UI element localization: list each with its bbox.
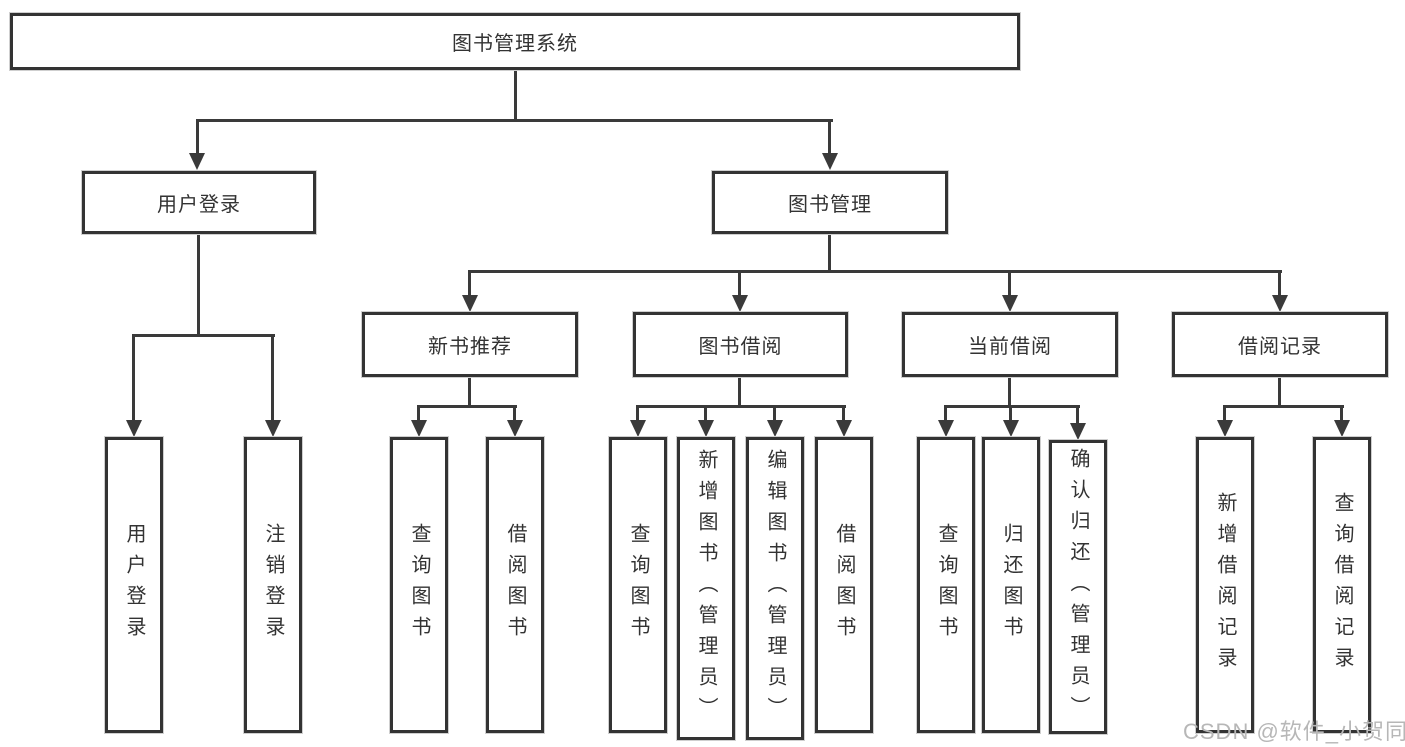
leaf-query-borrow-record: 查询借阅记录 xyxy=(1312,436,1372,734)
arrow-down-icon xyxy=(1070,423,1086,440)
connector-drop xyxy=(944,405,947,422)
node-label: 注销登录 xyxy=(262,523,284,647)
connector-branch xyxy=(132,334,275,337)
connector-drop xyxy=(1009,405,1012,422)
leaf-logout: 注销登录 xyxy=(243,436,303,734)
leaf-add-books-admin: 新增图书（管理员） xyxy=(676,436,736,741)
leaf-query-books: 查询图书 xyxy=(608,436,668,734)
node-label: 归还图书 xyxy=(1000,523,1022,647)
connector-drop xyxy=(468,270,471,297)
node-label: 图书管理 xyxy=(788,194,872,216)
arrow-down-icon xyxy=(462,295,478,312)
node-library-management-system: 图书管理系统 xyxy=(9,12,1021,71)
connector-stem xyxy=(1008,377,1011,407)
connector-drop xyxy=(1076,405,1079,425)
node-borrowing-records: 借阅记录 xyxy=(1171,311,1389,378)
arrow-down-icon xyxy=(1334,420,1350,437)
connector-stem xyxy=(828,234,831,273)
node-label: 编辑图书（管理员） xyxy=(764,449,786,728)
node-label: 用户登录 xyxy=(123,523,145,647)
node-label: 用户登录 xyxy=(157,194,241,216)
node-label: 当前借阅 xyxy=(968,336,1052,358)
node-label: 图书管理系统 xyxy=(452,33,578,55)
connector-drop xyxy=(132,334,135,422)
connector-drop xyxy=(513,405,516,422)
leaf-borrow-books: 借阅图书 xyxy=(485,436,545,734)
arrow-down-icon xyxy=(189,153,205,170)
arrow-down-icon xyxy=(630,420,646,437)
node-label: 新增借阅记录 xyxy=(1214,492,1236,678)
leaf-confirm-return-admin: 确认归还（管理员） xyxy=(1048,439,1108,735)
connector-branch xyxy=(636,405,846,408)
arrow-down-icon xyxy=(507,420,523,437)
connector-branch xyxy=(468,270,1282,273)
connector-branch xyxy=(944,405,1080,408)
connector-drop xyxy=(271,334,274,422)
connector-drop xyxy=(636,405,639,422)
connector-stem xyxy=(468,377,471,407)
leaf-edit-books-admin: 编辑图书（管理员） xyxy=(745,436,805,741)
node-label: 查询图书 xyxy=(408,523,430,647)
connector-drop xyxy=(417,405,420,422)
connector-drop xyxy=(1223,405,1226,422)
node-label: 查询借阅记录 xyxy=(1331,492,1353,678)
leaf-query-books: 查询图书 xyxy=(916,436,976,734)
connector-root-branch xyxy=(196,119,833,122)
connector-root-stem xyxy=(514,70,517,120)
connector-drop xyxy=(704,405,707,422)
leaf-return-books: 归还图书 xyxy=(981,436,1041,734)
node-label: 图书借阅 xyxy=(698,336,783,358)
connector-drop xyxy=(1278,270,1281,297)
arrow-down-icon xyxy=(767,420,783,437)
arrow-down-icon xyxy=(265,420,281,437)
csdn-watermark: CSDN @软件_小贺同学 xyxy=(1183,719,1405,744)
arrow-down-icon xyxy=(1272,295,1288,312)
leaf-query-books: 查询图书 xyxy=(389,436,449,734)
node-user-login: 用户登录 xyxy=(81,170,317,235)
node-label: 借阅图书 xyxy=(504,523,526,647)
leaf-borrow-books: 借阅图书 xyxy=(814,436,874,734)
connector-drop xyxy=(196,119,199,155)
arrow-down-icon xyxy=(938,420,954,437)
connector-stem xyxy=(738,377,741,407)
node-label: 借阅图书 xyxy=(833,523,855,647)
connector-drop xyxy=(842,405,845,422)
arrow-down-icon xyxy=(1002,295,1018,312)
arrow-down-icon xyxy=(836,420,852,437)
leaf-user-login: 用户登录 xyxy=(104,436,164,734)
node-label: 新书推荐 xyxy=(428,336,512,358)
arrow-down-icon xyxy=(411,420,427,437)
node-label: 查询图书 xyxy=(935,523,957,647)
node-new-book-recommendation: 新书推荐 xyxy=(361,311,579,378)
connector-drop xyxy=(1340,405,1343,422)
node-label: 借阅记录 xyxy=(1238,336,1322,358)
arrow-down-icon xyxy=(126,420,142,437)
node-label: 确认归还（管理员） xyxy=(1067,447,1089,727)
arrow-down-icon xyxy=(732,295,748,312)
connector-drop xyxy=(1008,270,1011,297)
node-label: 查询图书 xyxy=(627,523,649,647)
connector-drop xyxy=(738,270,741,297)
arrow-down-icon xyxy=(698,420,714,437)
connector-branch xyxy=(1223,405,1344,408)
arrow-down-icon xyxy=(822,153,838,170)
arrow-down-icon xyxy=(1217,420,1233,437)
connector-branch xyxy=(417,405,517,408)
connector-drop xyxy=(773,405,776,422)
connector-drop xyxy=(828,119,831,155)
leaf-add-borrow-record: 新增借阅记录 xyxy=(1195,436,1255,734)
arrow-down-icon xyxy=(1003,420,1019,437)
connector-stem xyxy=(1278,377,1281,407)
node-book-management: 图书管理 xyxy=(711,170,949,235)
node-current-borrowing: 当前借阅 xyxy=(901,311,1119,378)
node-book-borrowing: 图书借阅 xyxy=(632,311,849,378)
node-label: 新增图书（管理员） xyxy=(695,449,717,728)
connector-stem xyxy=(197,234,200,337)
